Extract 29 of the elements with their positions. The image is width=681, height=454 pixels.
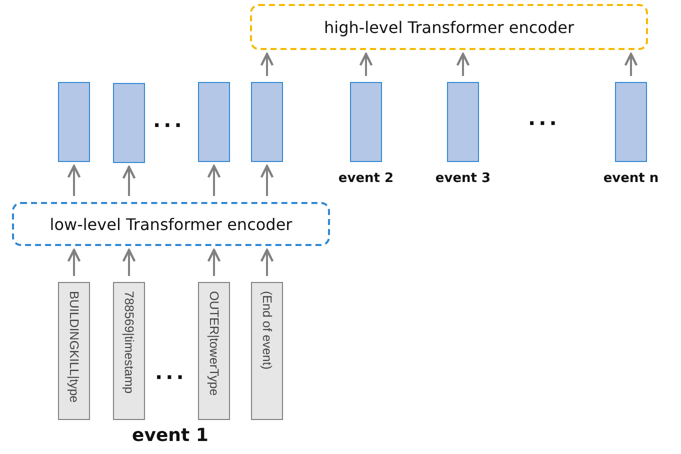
arrow — [207, 164, 221, 196]
arrow — [456, 52, 470, 76]
arrow — [260, 248, 274, 276]
embedding-bar — [198, 82, 230, 162]
token-box: BUILDINGKILL|type — [58, 282, 90, 420]
embedding-bar — [251, 82, 283, 162]
arrow — [122, 166, 136, 196]
arrow — [260, 164, 274, 196]
token-box: OUTER|towerType — [198, 282, 230, 420]
encoder-box: high-level Transformer encoder — [250, 4, 648, 50]
event-label: event 2 — [338, 171, 394, 186]
token-box: (End of event) — [251, 282, 283, 420]
embedding-bar — [113, 83, 145, 163]
ellipsis: ... — [153, 108, 185, 132]
event-label: event n — [603, 171, 659, 186]
arrow — [260, 52, 274, 76]
arrow — [624, 52, 638, 76]
ellipsis: ... — [528, 106, 560, 130]
arrow — [207, 248, 221, 276]
encoder-box: low-level Transformer encoder — [12, 202, 330, 246]
embedding-bar — [58, 82, 90, 162]
arrow — [359, 52, 373, 76]
group-label: event 1 — [132, 425, 208, 446]
arrow — [122, 248, 136, 276]
ellipsis: ... — [155, 360, 187, 384]
event-label: event 3 — [435, 171, 491, 186]
arrow — [67, 248, 81, 276]
token-box: 788569|timestamp — [113, 282, 145, 420]
arrow — [67, 164, 81, 196]
